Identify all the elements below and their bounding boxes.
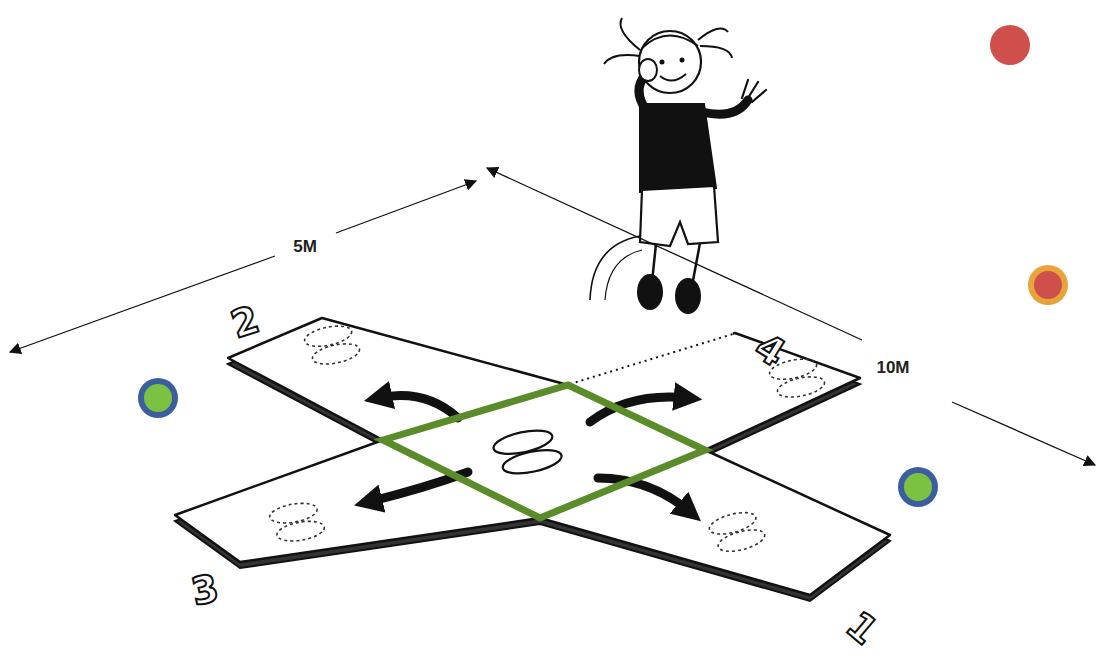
footprint [501,446,564,478]
footprint-pair [268,499,326,544]
footprint-pair [491,425,563,479]
girl-hand [742,80,766,102]
girl-arm [702,100,748,114]
footprint [716,526,767,556]
footprint-pair [303,322,362,369]
green-marker-core [904,473,932,501]
girl-shorts [640,186,718,246]
girl-shirt [640,104,716,192]
girl-head [639,31,701,93]
center-square [383,385,705,518]
girl-hair [642,35,698,48]
direction-arrow [378,396,458,419]
dimension-label: 10M [876,359,909,376]
footprint [311,340,362,368]
girl-smile [660,74,686,81]
dimension-line [952,402,1095,465]
dimension-label: 5M [293,238,317,255]
blue-ring-marker [898,467,938,507]
girl-eye [660,60,665,65]
footprint-pair [707,507,767,556]
green-marker-core [144,384,172,412]
blue-ring-marker [138,378,178,418]
pad-number: 2 [227,300,264,344]
jumping-girl [590,18,766,314]
dimension-line [10,256,275,352]
pad-number: 3 [188,569,222,612]
footprint [275,518,325,544]
pad-number: 1 [840,605,885,651]
motion-line [605,250,642,300]
footprint [303,322,354,350]
pigtail [604,18,640,64]
footprint [268,500,318,526]
orange-ring-marker [1028,265,1068,305]
dotted-edge [570,334,733,384]
dimension-line [336,181,476,233]
red-marker-core [1034,271,1062,299]
girl-shoe [675,278,701,314]
dimension-line [487,168,862,340]
girl-hand [639,59,657,81]
pad-number: 4 [749,327,792,373]
red-marker [990,25,1030,65]
pigtail [698,28,732,58]
jump-mat [175,318,890,595]
edge-mask [570,334,733,384]
direction-arrow [598,478,690,512]
footprint [776,373,827,401]
girl-eye [680,58,685,63]
girl-shoe [637,274,663,310]
